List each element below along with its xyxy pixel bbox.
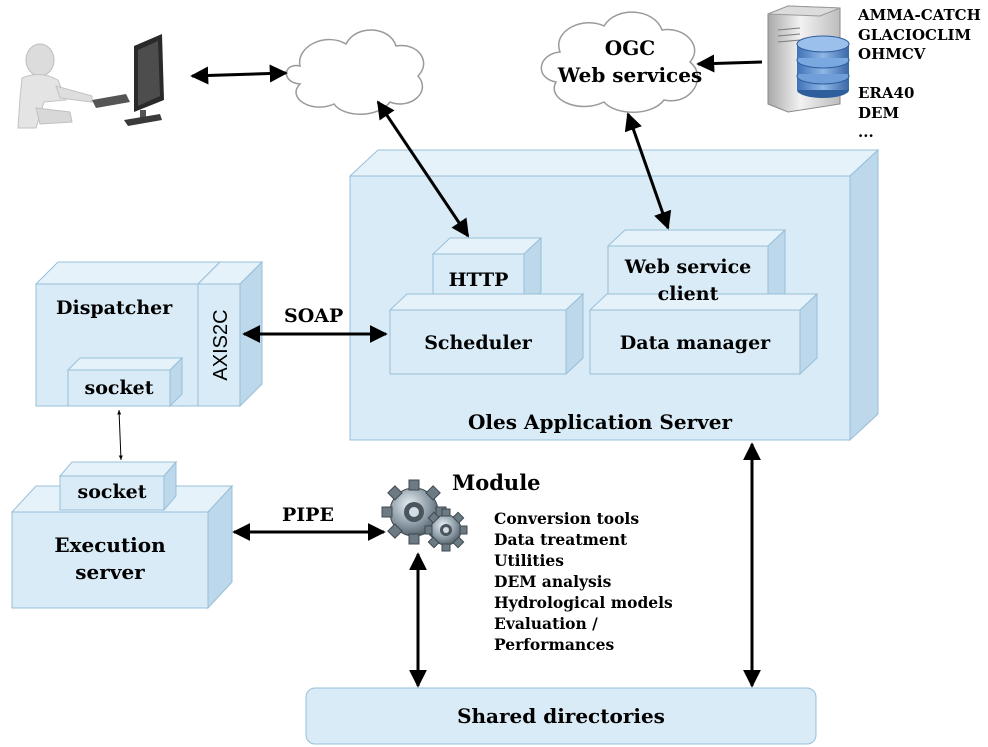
gears-icon [381,479,468,552]
data-source-item: DEM [858,103,900,122]
arrow-socket-socket [117,409,123,461]
soap-label: SOAP [284,305,344,327]
module-item: Performances [494,635,615,654]
module-title: Module [452,470,541,495]
cloud-icon [285,29,425,115]
arrow-db-ogc [696,54,763,73]
module-item: Utilities [494,551,564,570]
module-item: Evaluation / [494,614,598,633]
axis2c-label: AXIS2C [210,309,232,380]
execution-server-label-line2: server [75,560,145,584]
ogc-label-line2: Web services [557,63,703,87]
web-service-client-label-line2: client [657,283,719,305]
dispatcher-socket-box [66,356,184,408]
data-source-item: AMMA-CATCH [858,6,981,24]
data-source-item [858,65,981,85]
module-item: Conversion tools [494,509,640,528]
scheduler-label: Scheduler [424,332,532,354]
data-source-item: OHMCV [858,45,926,63]
database-server-icon [767,5,850,113]
data-manager-label: Data manager [619,332,771,354]
shared-directories-label: Shared directories [457,704,665,728]
dispatcher-title: Dispatcher [56,297,173,319]
dispatcher-socket-label: socket [84,377,154,399]
web-service-client-label-line1: Web service [624,256,752,278]
execution-server-label-line1: Execution [54,533,166,557]
execution-socket-box [58,460,178,512]
arrow-user-cloud [190,64,288,85]
scheduler-box [388,292,585,376]
execution-socket-label: socket [77,481,147,503]
arrow-ogc-wsclient [624,112,672,230]
module-item: DEM analysis [494,572,612,591]
data-source-item: GLACIOCLIM [858,25,972,44]
ogc-cloud [540,11,699,113]
application-server-title: Oles Application Server [467,410,733,434]
data-source-item: ... [858,123,874,141]
data-manager-box [588,292,819,376]
module-item: Data treatment [494,530,628,549]
data-source-list: AMMA-CATCH GLACIOCLIM OHMCV ERA40 DEM ..… [858,6,981,143]
ogc-label-line1: OGC [604,36,656,60]
http-label: HTTP [448,269,509,291]
user-at-computer-icon [17,34,164,129]
module-item-list: Conversion tools Data treatment Utilitie… [494,508,673,655]
shared-directories-box [305,687,817,745]
arrow-cloud-http [376,100,470,238]
module-item: Hydrological models [494,593,673,612]
data-source-item: ERA40 [858,84,915,102]
pipe-label: PIPE [282,504,334,526]
